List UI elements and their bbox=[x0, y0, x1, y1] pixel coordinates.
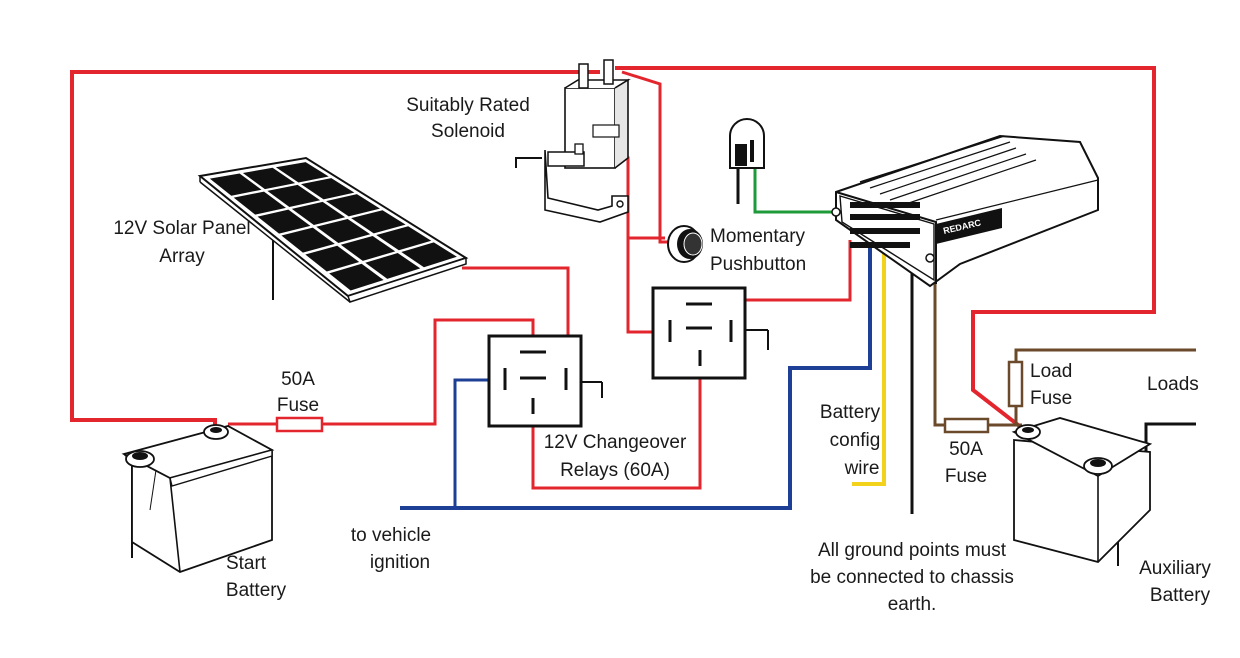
ignition-label-line2: ignition bbox=[370, 552, 430, 573]
fuse-icon bbox=[275, 416, 324, 433]
wire-battery-config bbox=[852, 250, 886, 486]
wire-solenoid-to-pushbutton bbox=[621, 70, 672, 244]
solar-panel-icon bbox=[197, 156, 469, 303]
aux-battery-label-line2: Battery bbox=[1150, 585, 1211, 606]
battery-icon bbox=[121, 424, 275, 573]
battery-config-label-line1: Battery bbox=[820, 402, 881, 423]
wire-start-to-solenoid bbox=[70, 70, 600, 427]
pushbutton-label-line2: Pushbutton bbox=[710, 254, 806, 275]
ground-icon bbox=[121, 560, 143, 568]
led-indicator-icon bbox=[729, 118, 765, 169]
solar-cell bbox=[365, 253, 421, 279]
battery-icon bbox=[1011, 417, 1153, 564]
start-battery-label-line2: Battery bbox=[226, 580, 287, 601]
ground-note-line2: be connected to chassis bbox=[810, 567, 1014, 588]
load-fuse-label-line2: Fuse bbox=[1030, 388, 1072, 409]
solar-cell bbox=[305, 245, 360, 272]
start-fuse-label-line1: 50A bbox=[281, 369, 315, 390]
solar-label-line2: Array bbox=[159, 246, 205, 267]
solar-cell bbox=[281, 227, 335, 253]
solar-cell bbox=[267, 184, 321, 208]
relays-label-line1: 12V Changeover bbox=[544, 432, 687, 453]
solar-cell bbox=[329, 263, 384, 291]
start-battery-label-line1: Start bbox=[226, 553, 267, 574]
wire-solenoid-to-aux bbox=[615, 66, 1156, 430]
relay-icon bbox=[651, 286, 747, 380]
start-fuse-label-line2: Fuse bbox=[277, 395, 319, 416]
wire-fuse-to-relay bbox=[322, 318, 535, 426]
solar-cell bbox=[257, 209, 311, 234]
aux-battery-label-line1: Auxiliary bbox=[1139, 558, 1211, 579]
solar-cell bbox=[316, 218, 371, 243]
ground-icon bbox=[262, 290, 284, 308]
ground-icon bbox=[901, 516, 923, 524]
dc-charger-icon: REDARC bbox=[831, 134, 1099, 288]
fuse-icon bbox=[943, 417, 990, 434]
wire-ignition bbox=[400, 240, 872, 510]
loads-label: Loads bbox=[1147, 374, 1199, 395]
relay-icon bbox=[487, 334, 583, 428]
wire-aux-output bbox=[933, 282, 945, 427]
load-fuse-label-line1: Load bbox=[1030, 361, 1072, 382]
solenoid-label-line2: Solenoid bbox=[431, 121, 505, 142]
pushbutton-icon bbox=[667, 225, 703, 263]
ignition-label-line1: to vehicle bbox=[351, 525, 431, 546]
ground-icon bbox=[505, 170, 527, 178]
wire-relay-loop bbox=[531, 352, 702, 490]
ground-note-line3: earth. bbox=[888, 594, 937, 615]
solar-cell bbox=[376, 226, 432, 251]
aux-fuse-label-line2: Fuse bbox=[945, 466, 987, 487]
solar-cell bbox=[275, 162, 329, 183]
solar-cell bbox=[233, 191, 286, 215]
wire-led bbox=[753, 168, 836, 214]
relays-label-line2: Relays (60A) bbox=[560, 460, 670, 481]
ground-icon bbox=[727, 206, 749, 214]
solar-cell bbox=[300, 178, 355, 200]
solar-cell bbox=[242, 167, 296, 190]
ground-icon bbox=[1107, 568, 1129, 576]
aux-fuse-label-line1: 50A bbox=[949, 439, 983, 460]
wire-solenoid-trigger bbox=[583, 156, 662, 334]
pushbutton-label-line1: Momentary bbox=[710, 226, 806, 247]
fuse-icon bbox=[1007, 360, 1024, 408]
solar-cell bbox=[340, 236, 396, 261]
battery-config-label-line3: wire bbox=[844, 458, 880, 479]
solenoid-label-line1: Suitably Rated bbox=[406, 95, 530, 116]
solar-cell bbox=[351, 210, 406, 234]
solar-cell bbox=[326, 194, 380, 217]
solar-cell bbox=[291, 201, 346, 226]
solenoid-icon bbox=[544, 59, 631, 223]
ground-note-line1: All ground points must bbox=[818, 540, 1007, 561]
wire-solenoid-ground bbox=[515, 157, 542, 168]
solar-cell bbox=[401, 242, 457, 268]
solar-cell bbox=[209, 173, 262, 196]
solar-label-line1: 12V Solar Panel bbox=[113, 218, 250, 239]
battery-config-label-line2: config bbox=[830, 430, 881, 451]
